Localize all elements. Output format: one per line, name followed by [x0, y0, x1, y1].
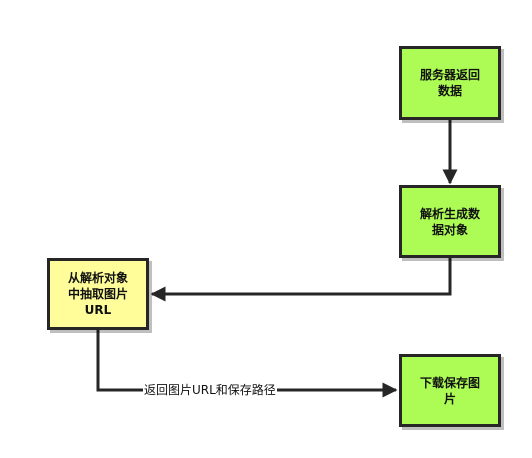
edge-label-return-path: 返回图片URL和保存路径	[143, 383, 277, 397]
node-parse-object: 解析生成数 据对象	[399, 185, 501, 258]
node-download-save: 下载保存图 片	[399, 354, 501, 427]
node-server-return: 服务器返回 数据	[399, 46, 501, 120]
arrow-parse-to-extract	[150, 258, 452, 302]
arrow-extract-to-download	[96, 330, 398, 398]
node-extract-url: 从解析对象 中抽取图片 URL	[47, 258, 149, 330]
